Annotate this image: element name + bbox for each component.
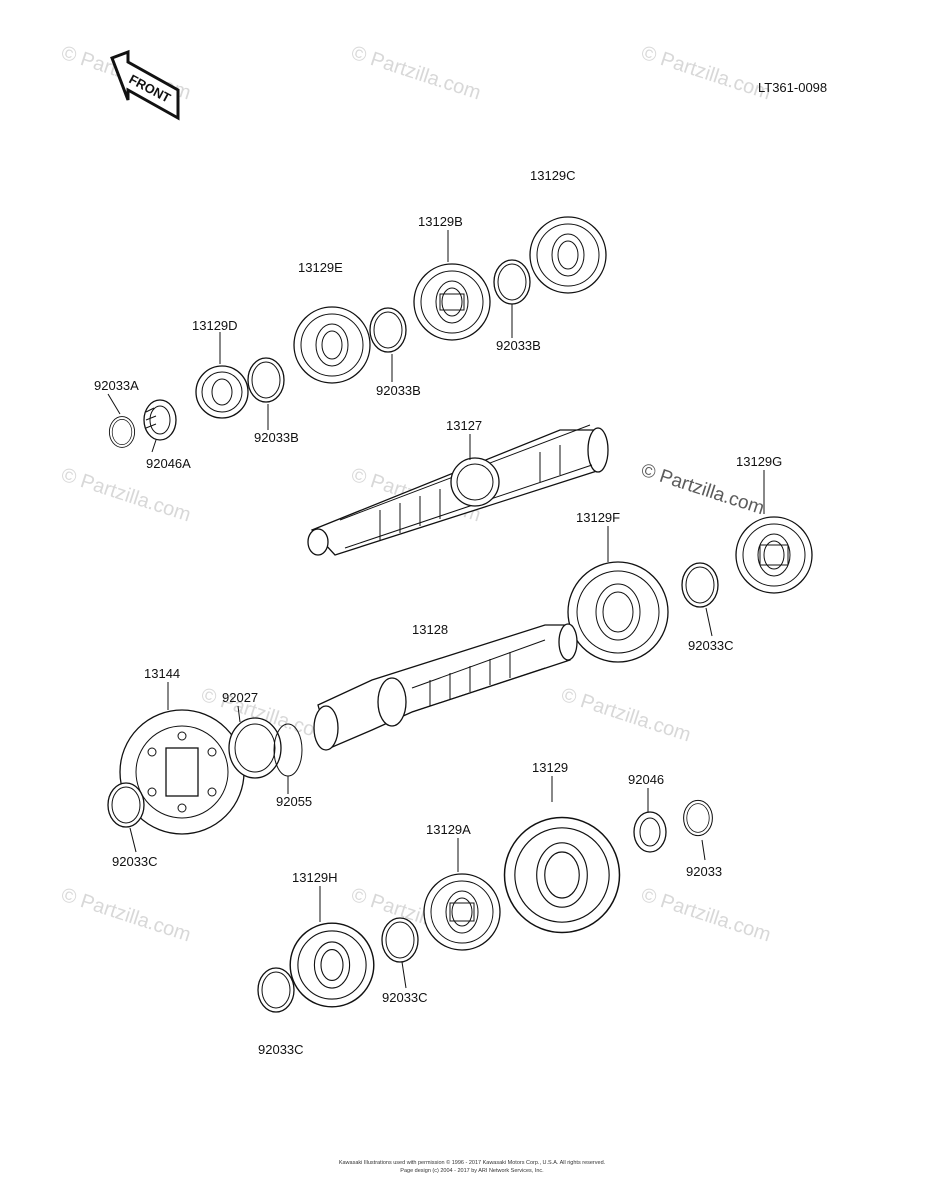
- part-13128[interactable]: [313, 623, 578, 751]
- part-92033C-c[interactable]: [381, 917, 419, 963]
- label-92046: 92046: [628, 772, 664, 787]
- part-13129H[interactable]: [289, 922, 375, 1008]
- watermark: © Partzilla.com: [58, 884, 193, 947]
- label-13129F: 13129F: [576, 510, 620, 525]
- watermark: © Partzilla.com: [638, 42, 773, 105]
- part-13129E[interactable]: [293, 306, 371, 384]
- watermark: © Partzilla.com: [348, 42, 483, 105]
- label-13129C: 13129C: [530, 168, 576, 183]
- label-92033B-a: 92033B: [496, 338, 541, 353]
- part-92033C-b[interactable]: [107, 782, 145, 828]
- part-13129B[interactable]: [413, 263, 491, 341]
- part-92033A[interactable]: [108, 416, 136, 448]
- part-92033B-c[interactable]: [493, 259, 531, 305]
- label-92033B-c: 92033B: [254, 430, 299, 445]
- label-92033C-b: 92033C: [112, 854, 158, 869]
- part-92033B-b[interactable]: [369, 307, 407, 353]
- label-92033B-b: 92033B: [376, 383, 421, 398]
- label-13129D: 13129D: [192, 318, 238, 333]
- watermark: © Partzilla.com: [638, 884, 773, 947]
- label-92033C-d: 92033C: [258, 1042, 304, 1057]
- label-92055: 92055: [276, 794, 312, 809]
- part-92033B-a[interactable]: [247, 357, 285, 403]
- label-92033A: 92033A: [94, 378, 139, 393]
- label-92027: 92027: [222, 690, 258, 705]
- part-labels: 13129C 13129B 13129E 13129D 92033A 92033…: [94, 168, 782, 1057]
- part-92033[interactable]: [683, 799, 713, 837]
- label-13129E: 13129E: [298, 260, 343, 275]
- watermark: © Partzilla.com: [58, 464, 193, 527]
- footer-line-2: Page design (c) 2004 - 2017 by ARI Netwo…: [400, 1168, 544, 1174]
- footer: Kawasaki Illustrations used with permiss…: [339, 1159, 606, 1174]
- label-92033: 92033: [686, 864, 722, 879]
- part-92027[interactable]: [228, 717, 282, 779]
- label-13128: 13128: [412, 622, 448, 637]
- part-13129C[interactable]: [529, 216, 607, 294]
- part-13129D[interactable]: [195, 365, 249, 419]
- label-13144: 13144: [144, 666, 180, 681]
- part-92033C-d[interactable]: [257, 967, 295, 1013]
- part-92033C-a[interactable]: [681, 562, 719, 608]
- part-92046[interactable]: [633, 811, 667, 853]
- part-13127[interactable]: [307, 424, 609, 556]
- part-92046A[interactable]: [143, 399, 177, 441]
- label-13129G: 13129G: [736, 454, 782, 469]
- watermark: © Partzilla.com: [558, 684, 693, 747]
- label-13129: 13129: [532, 760, 568, 775]
- label-13129B: 13129B: [418, 214, 463, 229]
- leader-lines: [107, 230, 765, 989]
- label-92033C-c: 92033C: [382, 990, 428, 1005]
- label-13129H: 13129H: [292, 870, 338, 885]
- front-arrow-icon: FRONT: [110, 49, 180, 121]
- footer-line-1: Kawasaki Illustrations used with permiss…: [339, 1159, 606, 1166]
- label-92033C-a: 92033C: [688, 638, 734, 653]
- diagram-id: LT361-0098: [758, 80, 827, 95]
- part-13129[interactable]: [503, 816, 621, 934]
- label-13127: 13127: [446, 418, 482, 433]
- label-13129A: 13129A: [426, 822, 471, 837]
- part-13129F[interactable]: [567, 561, 669, 663]
- part-13129A[interactable]: [423, 873, 501, 951]
- label-92046A: 92046A: [146, 456, 191, 471]
- part-13129G[interactable]: [735, 516, 813, 594]
